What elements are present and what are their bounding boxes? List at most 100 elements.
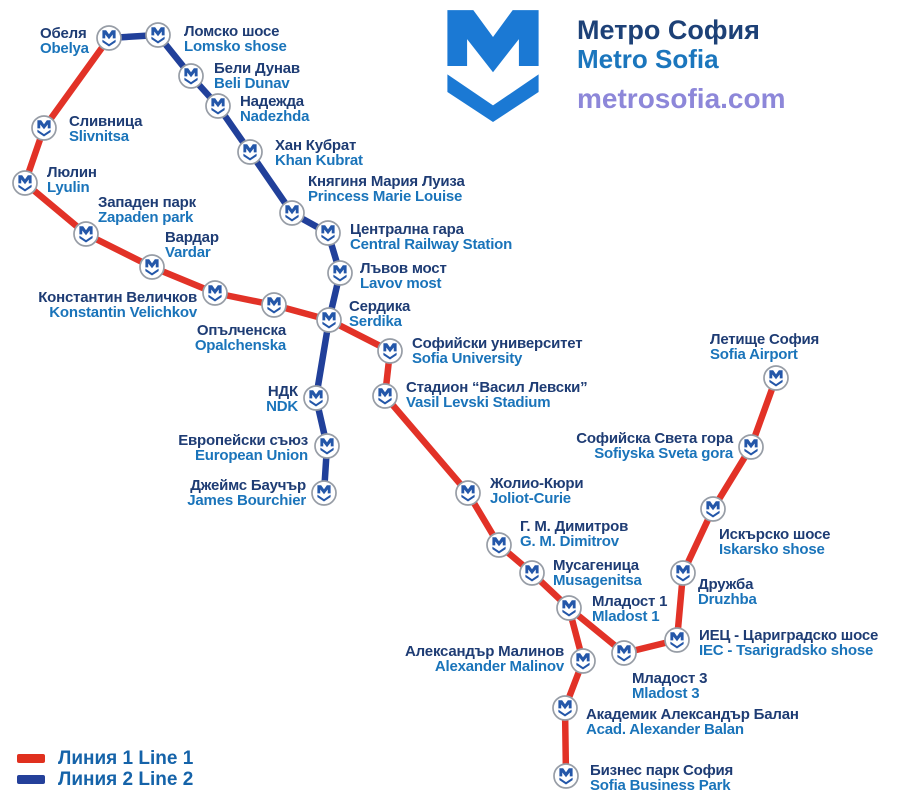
- station-lyulin: [12, 170, 38, 196]
- station-alexander-malinov: [570, 648, 596, 674]
- station-label-en-musagenitsa: Musagenitsa: [553, 572, 643, 589]
- station-european-union: [314, 433, 340, 459]
- station-label-en-central-railway: Central Railway Station: [350, 236, 512, 253]
- line2-color-swatch: [17, 775, 45, 784]
- station-label-bg-gm-dimitrov: Г. М. Димитров: [520, 518, 628, 535]
- station-sofia-university: [377, 338, 403, 364]
- station-label-en-khan-kubrat: Khan Kubrat: [275, 152, 363, 169]
- station-lomsko-shose: [145, 22, 171, 48]
- legend-item-line1: Линия 1 Line 1: [17, 748, 193, 769]
- station-label-en-sofia-university: Sofia University: [412, 350, 523, 367]
- station-label-en-druzhba: Druzhba: [698, 591, 757, 608]
- station-label-en-business-park: Sofia Business Park: [590, 777, 731, 794]
- station-label-bg-lyulin: Люлин: [47, 164, 97, 181]
- stations-layer: [12, 22, 789, 789]
- station-vardar: [139, 254, 165, 280]
- station-label-en-vasil-levski: Vasil Levski Stadium: [406, 394, 550, 411]
- station-obelya: [96, 25, 122, 51]
- station-label-bg-business-park: Бизнес парк София: [590, 762, 733, 779]
- station-ndk: [303, 385, 329, 411]
- station-label-bg-zapaden-park: Западен парк: [98, 194, 197, 211]
- station-alexander-balan: [552, 695, 578, 721]
- station-label-en-iskarsko-shose: Iskarsko shose: [719, 541, 825, 558]
- station-label-bg-central-railway: Централна гара: [350, 221, 465, 238]
- station-label-bg-joliot-curie: Жолио-Кюри: [489, 475, 583, 492]
- station-label-en-european-union: European Union: [195, 447, 308, 464]
- station-label-en-iec: IEC - Tsarigradsko shose: [699, 642, 873, 659]
- station-label-en-mladost-1: Mladost 1: [592, 608, 659, 625]
- station-label-en-sofia-airport: Sofia Airport: [710, 346, 798, 363]
- station-label-bg-druzhba: Дружба: [698, 576, 754, 593]
- station-label-bg-sofia-university: Софийски университет: [412, 335, 582, 352]
- station-label-bg-alexander-malinov: Александър Малинов: [405, 643, 564, 660]
- station-iec: [664, 627, 690, 653]
- brand-website: metrosofia.com: [577, 83, 786, 115]
- station-label-en-slivnitsa: Slivnitsa: [69, 128, 130, 145]
- station-label-en-mladost-3: Mladost 3: [632, 685, 699, 702]
- station-label-bg-alexander-balan: Академик Александър Балан: [586, 706, 799, 723]
- line-1-path-2: [561, 604, 587, 780]
- station-serdika: [316, 307, 342, 333]
- station-lavov-most: [327, 260, 353, 286]
- station-marie-louise: [279, 200, 305, 226]
- station-sveta-gora: [738, 434, 764, 460]
- station-label-bg-mladost-3: Младост 3: [632, 670, 707, 687]
- station-label-bg-mladost-1: Младост 1: [592, 593, 667, 610]
- station-label-bg-lavov-most: Лъвов мост: [360, 260, 447, 277]
- station-label-en-marie-louise: Princess Marie Louise: [308, 188, 462, 205]
- station-label-bg-iec: ИЕЦ - Цариградско шосе: [699, 627, 878, 644]
- station-label-bg-sofia-airport: Летище София: [710, 331, 819, 348]
- brand-text-block: Метро София Metro Sofia metrosofia.com: [577, 8, 786, 113]
- station-label-en-beli-dunav: Beli Dunav: [214, 75, 290, 92]
- station-joliot-curie: [455, 480, 481, 506]
- station-beli-dunav: [178, 63, 204, 89]
- station-vasil-levski: [372, 383, 398, 409]
- station-nadezhda: [205, 93, 231, 119]
- station-label-bg-vardar: Вардар: [165, 229, 219, 246]
- station-label-en-serdika: Serdika: [349, 313, 403, 330]
- station-label-en-obelya: Obelya: [40, 40, 90, 57]
- station-label-en-konstantin-velichkov: Konstantin Velichkov: [49, 304, 198, 321]
- station-label-en-ndk: NDK: [266, 398, 298, 415]
- station-slivnitsa: [31, 115, 57, 141]
- station-label-bg-sveta-gora: Софийска Света гора: [576, 430, 734, 447]
- station-label-bg-obelya: Обеля: [40, 25, 87, 42]
- station-label-en-opalchenska: Opalchenska: [195, 337, 287, 354]
- labels-layer: ОбеляObelyaСливницаSlivnitsaЛюлинLyulinЗ…: [38, 23, 878, 794]
- station-musagenitsa: [519, 560, 545, 586]
- station-label-en-lomsko-shose: Lomsko shose: [184, 38, 287, 55]
- station-label-bg-nadezhda: Надежда: [240, 93, 305, 110]
- station-label-en-lavov-most: Lavov most: [360, 275, 442, 292]
- metro-logo-icon: [447, 10, 539, 122]
- legend: Линия 1 Line 1 Линия 2 Line 2: [17, 748, 193, 790]
- station-label-bg-vasil-levski: Стадион “Васил Левски”: [406, 379, 587, 396]
- station-label-bg-iskarsko-shose: Искърско шосе: [719, 526, 830, 543]
- station-label-bg-lomsko-shose: Ломско шосе: [184, 23, 279, 40]
- station-label-en-alexander-malinov: Alexander Malinov: [435, 658, 565, 675]
- legend-item-line2: Линия 2 Line 2: [17, 769, 193, 790]
- station-label-bg-ndk: НДК: [268, 383, 299, 400]
- station-central-railway: [315, 220, 341, 246]
- station-label-en-james-bourchier: James Bourchier: [187, 492, 306, 509]
- station-konstantin-velichkov: [202, 280, 228, 306]
- station-label-bg-european-union: Европейски съюз: [178, 432, 308, 449]
- station-mladost-3: [611, 640, 637, 666]
- station-label-en-sveta-gora: Sofiyska Sveta gora: [594, 445, 734, 462]
- station-mladost-1: [556, 595, 582, 621]
- lines-layer: [21, 31, 780, 780]
- station-label-bg-opalchenska: Опълченска: [197, 322, 287, 339]
- station-label-en-gm-dimitrov: G. M. Dimitrov: [520, 533, 620, 550]
- brand-title-bulgarian: Метро София: [577, 15, 760, 45]
- brand-title-english: Metro Sofia: [577, 44, 719, 75]
- station-label-bg-khan-kubrat: Хан Кубрат: [275, 137, 356, 154]
- station-label-bg-serdika: Сердика: [349, 298, 411, 315]
- station-label-bg-james-bourchier: Джеймс Баучър: [190, 477, 306, 494]
- station-druzhba: [670, 560, 696, 586]
- station-gm-dimitrov: [486, 532, 512, 558]
- station-james-bourchier: [311, 480, 337, 506]
- station-opalchenska: [261, 292, 287, 318]
- station-khan-kubrat: [237, 139, 263, 165]
- legend-label-line1: Линия 1 Line 1: [58, 747, 194, 769]
- station-sofia-airport: [763, 365, 789, 391]
- station-label-en-joliot-curie: Joliot-Curie: [490, 490, 571, 507]
